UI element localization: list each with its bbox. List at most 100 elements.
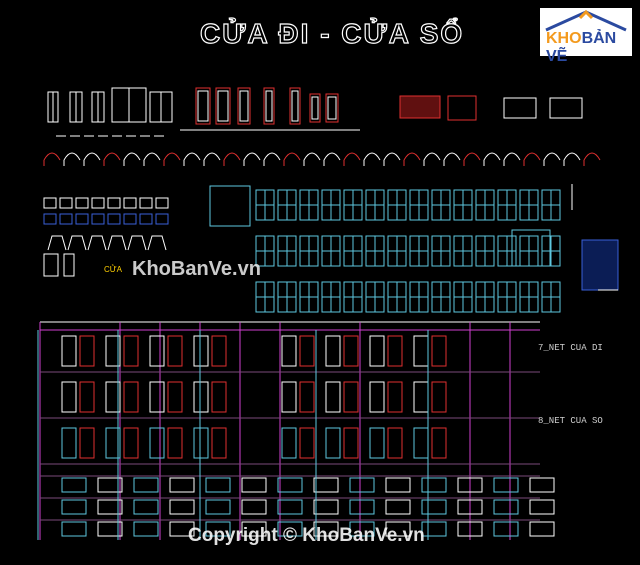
door-detail (63, 253, 75, 277)
schedule-door (281, 381, 297, 413)
window-detail (75, 213, 89, 225)
arch-profile (343, 152, 361, 161)
arch-profile (283, 152, 301, 161)
arch-profile (563, 152, 581, 161)
schedule-door-red (299, 335, 315, 367)
schedule-door (369, 335, 385, 367)
arch-profile (423, 152, 441, 161)
door-elevation-red (309, 93, 321, 123)
house-roof-icon (545, 9, 627, 32)
schedule-window (385, 521, 411, 537)
arch-profile (143, 152, 161, 161)
schedule-door (61, 381, 77, 413)
schedule-door (193, 427, 209, 459)
schedule-window (97, 521, 123, 537)
window-detail (123, 213, 137, 225)
schedule-door (413, 381, 429, 413)
arch-profile (83, 152, 101, 161)
logo-part1: KHO (546, 30, 582, 47)
arch-profile (463, 152, 481, 161)
schedule-door (413, 427, 429, 459)
arch-profile (43, 152, 61, 161)
arch-profile (123, 152, 141, 161)
schedule-window (97, 477, 123, 493)
schedule-door-red (299, 381, 315, 413)
schedule-door-red (79, 335, 95, 367)
arch-detail (147, 235, 167, 251)
arch-profile (303, 152, 321, 161)
schedule-door-red (431, 427, 447, 459)
arch-profile (203, 152, 221, 161)
schedule-door (105, 335, 121, 367)
schedule-door (149, 335, 165, 367)
schedule-window (61, 499, 87, 515)
schedule-window (205, 477, 231, 493)
schedule-window (133, 521, 159, 537)
schedule-window (241, 521, 267, 537)
schedule-door-red (343, 427, 359, 459)
window-elevation-red (447, 95, 477, 121)
schedule-door-red (299, 427, 315, 459)
door-panel (311, 96, 319, 120)
arch-detail (127, 235, 147, 251)
schedule-door-red (211, 335, 227, 367)
schedule-window (529, 477, 555, 493)
schedule-door-red (123, 427, 139, 459)
window-detail (123, 197, 137, 209)
schedule-door-red (387, 335, 403, 367)
schedule-window (313, 521, 339, 537)
schedule-window (313, 499, 339, 515)
door-panel (291, 90, 299, 122)
door-elevation-red (237, 87, 251, 125)
arch-profile (263, 152, 281, 161)
cua-label: CỬA (104, 265, 122, 274)
arch-profile (443, 152, 461, 161)
arch-profile (103, 152, 121, 161)
schedule-window (169, 477, 195, 493)
arch-profile (163, 152, 181, 161)
schedule-door-red (343, 381, 359, 413)
schedule-window (493, 521, 519, 537)
window-detail (139, 197, 153, 209)
window-detail (59, 213, 73, 225)
window-detail (43, 197, 57, 209)
schedule-door-red (167, 427, 183, 459)
schedule-window (277, 477, 303, 493)
window-detail-blue (581, 239, 619, 291)
schedule-door-red (431, 335, 447, 367)
schedule-door (193, 381, 209, 413)
schedule-door (369, 381, 385, 413)
schedule-window (169, 499, 195, 515)
schedule-window (241, 499, 267, 515)
door-elevation-red (325, 93, 339, 123)
schedule-window (133, 499, 159, 515)
schedule-window (61, 521, 87, 537)
window-elevation (503, 97, 537, 119)
schedule-window (421, 477, 447, 493)
arch-profile (403, 152, 421, 161)
schedule-door (61, 427, 77, 459)
arch-detail (87, 235, 107, 251)
window-detail (155, 197, 169, 209)
window-detail (59, 197, 73, 209)
drawing-title: CỬA ĐI - CỬA SỔ (199, 17, 465, 49)
arch-profile (503, 152, 521, 161)
schedule-window (421, 521, 447, 537)
door-panel (217, 90, 229, 122)
arch-detail (107, 235, 127, 251)
arch-profile (483, 152, 501, 161)
schedule-door (193, 335, 209, 367)
schedule-door-red (387, 427, 403, 459)
window-elevation-cyan (511, 229, 551, 267)
label-cua-so: 8_NET CUA SO (538, 416, 603, 426)
door-elevation-red (289, 87, 301, 125)
schedule-door-red (211, 427, 227, 459)
window-detail (155, 213, 169, 225)
door-panel (327, 96, 337, 120)
schedule-window (205, 521, 231, 537)
schedule-door (369, 427, 385, 459)
schedule-door (281, 427, 297, 459)
schedule-door-red (123, 381, 139, 413)
